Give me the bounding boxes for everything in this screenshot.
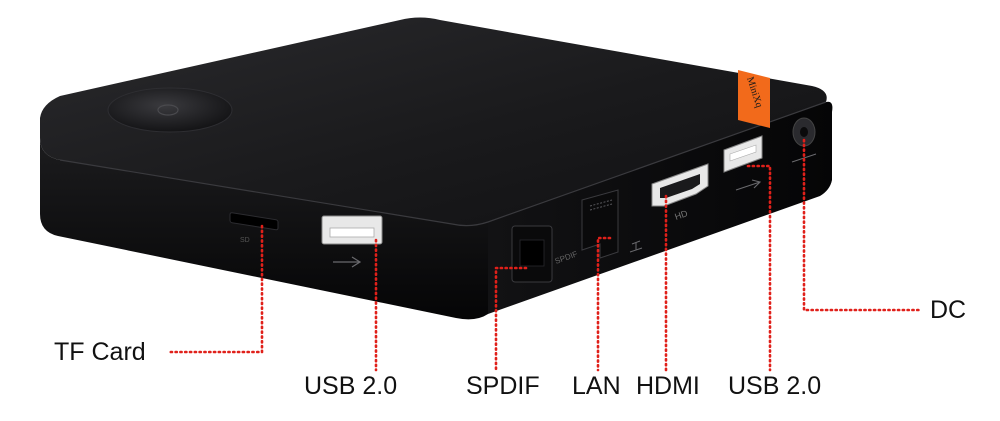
callout-label-usb-side: USB 2.0 <box>728 372 822 400</box>
usb-front-icon <box>333 256 362 268</box>
leader-lines <box>166 138 922 372</box>
leader-usb-side <box>746 164 772 372</box>
lan-port-pins <box>589 199 613 211</box>
leader-lan <box>596 236 612 372</box>
callout-label-tf-card: TF Card <box>54 338 146 366</box>
spdif-port-inner <box>519 239 545 267</box>
tf-card-slot[interactable] <box>229 212 279 231</box>
usb-side-icon <box>735 179 762 191</box>
callout-label-hdmi: HDMI <box>636 372 700 400</box>
callout-label-usb-front: USB 2.0 <box>304 372 398 400</box>
leader-tf-card <box>166 224 264 354</box>
leader-dc <box>802 138 922 312</box>
usb-side-tongue <box>729 144 757 162</box>
dc-jack-center <box>800 127 808 137</box>
device-edge-highlight <box>59 101 827 227</box>
callout-label-lan: LAN <box>572 372 621 400</box>
callout-label-dc: DC <box>930 296 967 324</box>
device-top-surface <box>40 17 827 226</box>
brand-tag <box>738 70 770 128</box>
lan-icon <box>629 240 643 253</box>
lan-port[interactable] <box>581 189 619 259</box>
hdmi-port-inner <box>660 174 700 198</box>
leader-spdif <box>494 266 528 372</box>
usb-front-tongue <box>329 227 375 238</box>
power-button[interactable] <box>107 87 233 133</box>
sd-mark: SD <box>240 237 250 244</box>
hd-mark: HD <box>673 208 689 222</box>
power-icon <box>157 104 179 116</box>
callout-label-spdif: SPDIF <box>466 372 540 400</box>
